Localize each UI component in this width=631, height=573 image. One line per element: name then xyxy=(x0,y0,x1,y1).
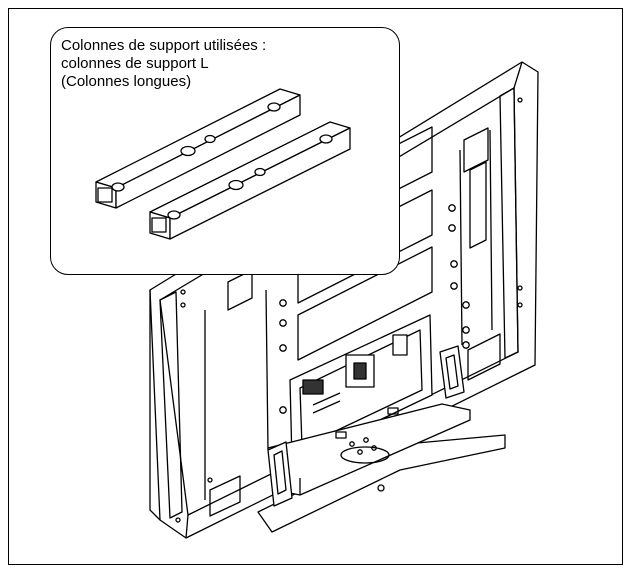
support-column-L-back xyxy=(94,87,301,209)
illustration-frame xyxy=(8,8,623,565)
callout-line-3: (Colonnes longues) xyxy=(61,73,192,90)
callout-line-2: colonnes de support L xyxy=(61,55,209,72)
callout-text: Colonnes de support utilisées : colonnes… xyxy=(61,37,266,91)
stand-base xyxy=(257,345,506,533)
support-columns-drawing xyxy=(94,87,351,240)
callout-box: Colonnes de support utilisées : colonnes… xyxy=(50,27,400,275)
support-column-L-front xyxy=(148,120,351,240)
terminal-panel xyxy=(289,314,433,463)
callout-line-1: Colonnes de support utilisées : xyxy=(61,37,267,54)
